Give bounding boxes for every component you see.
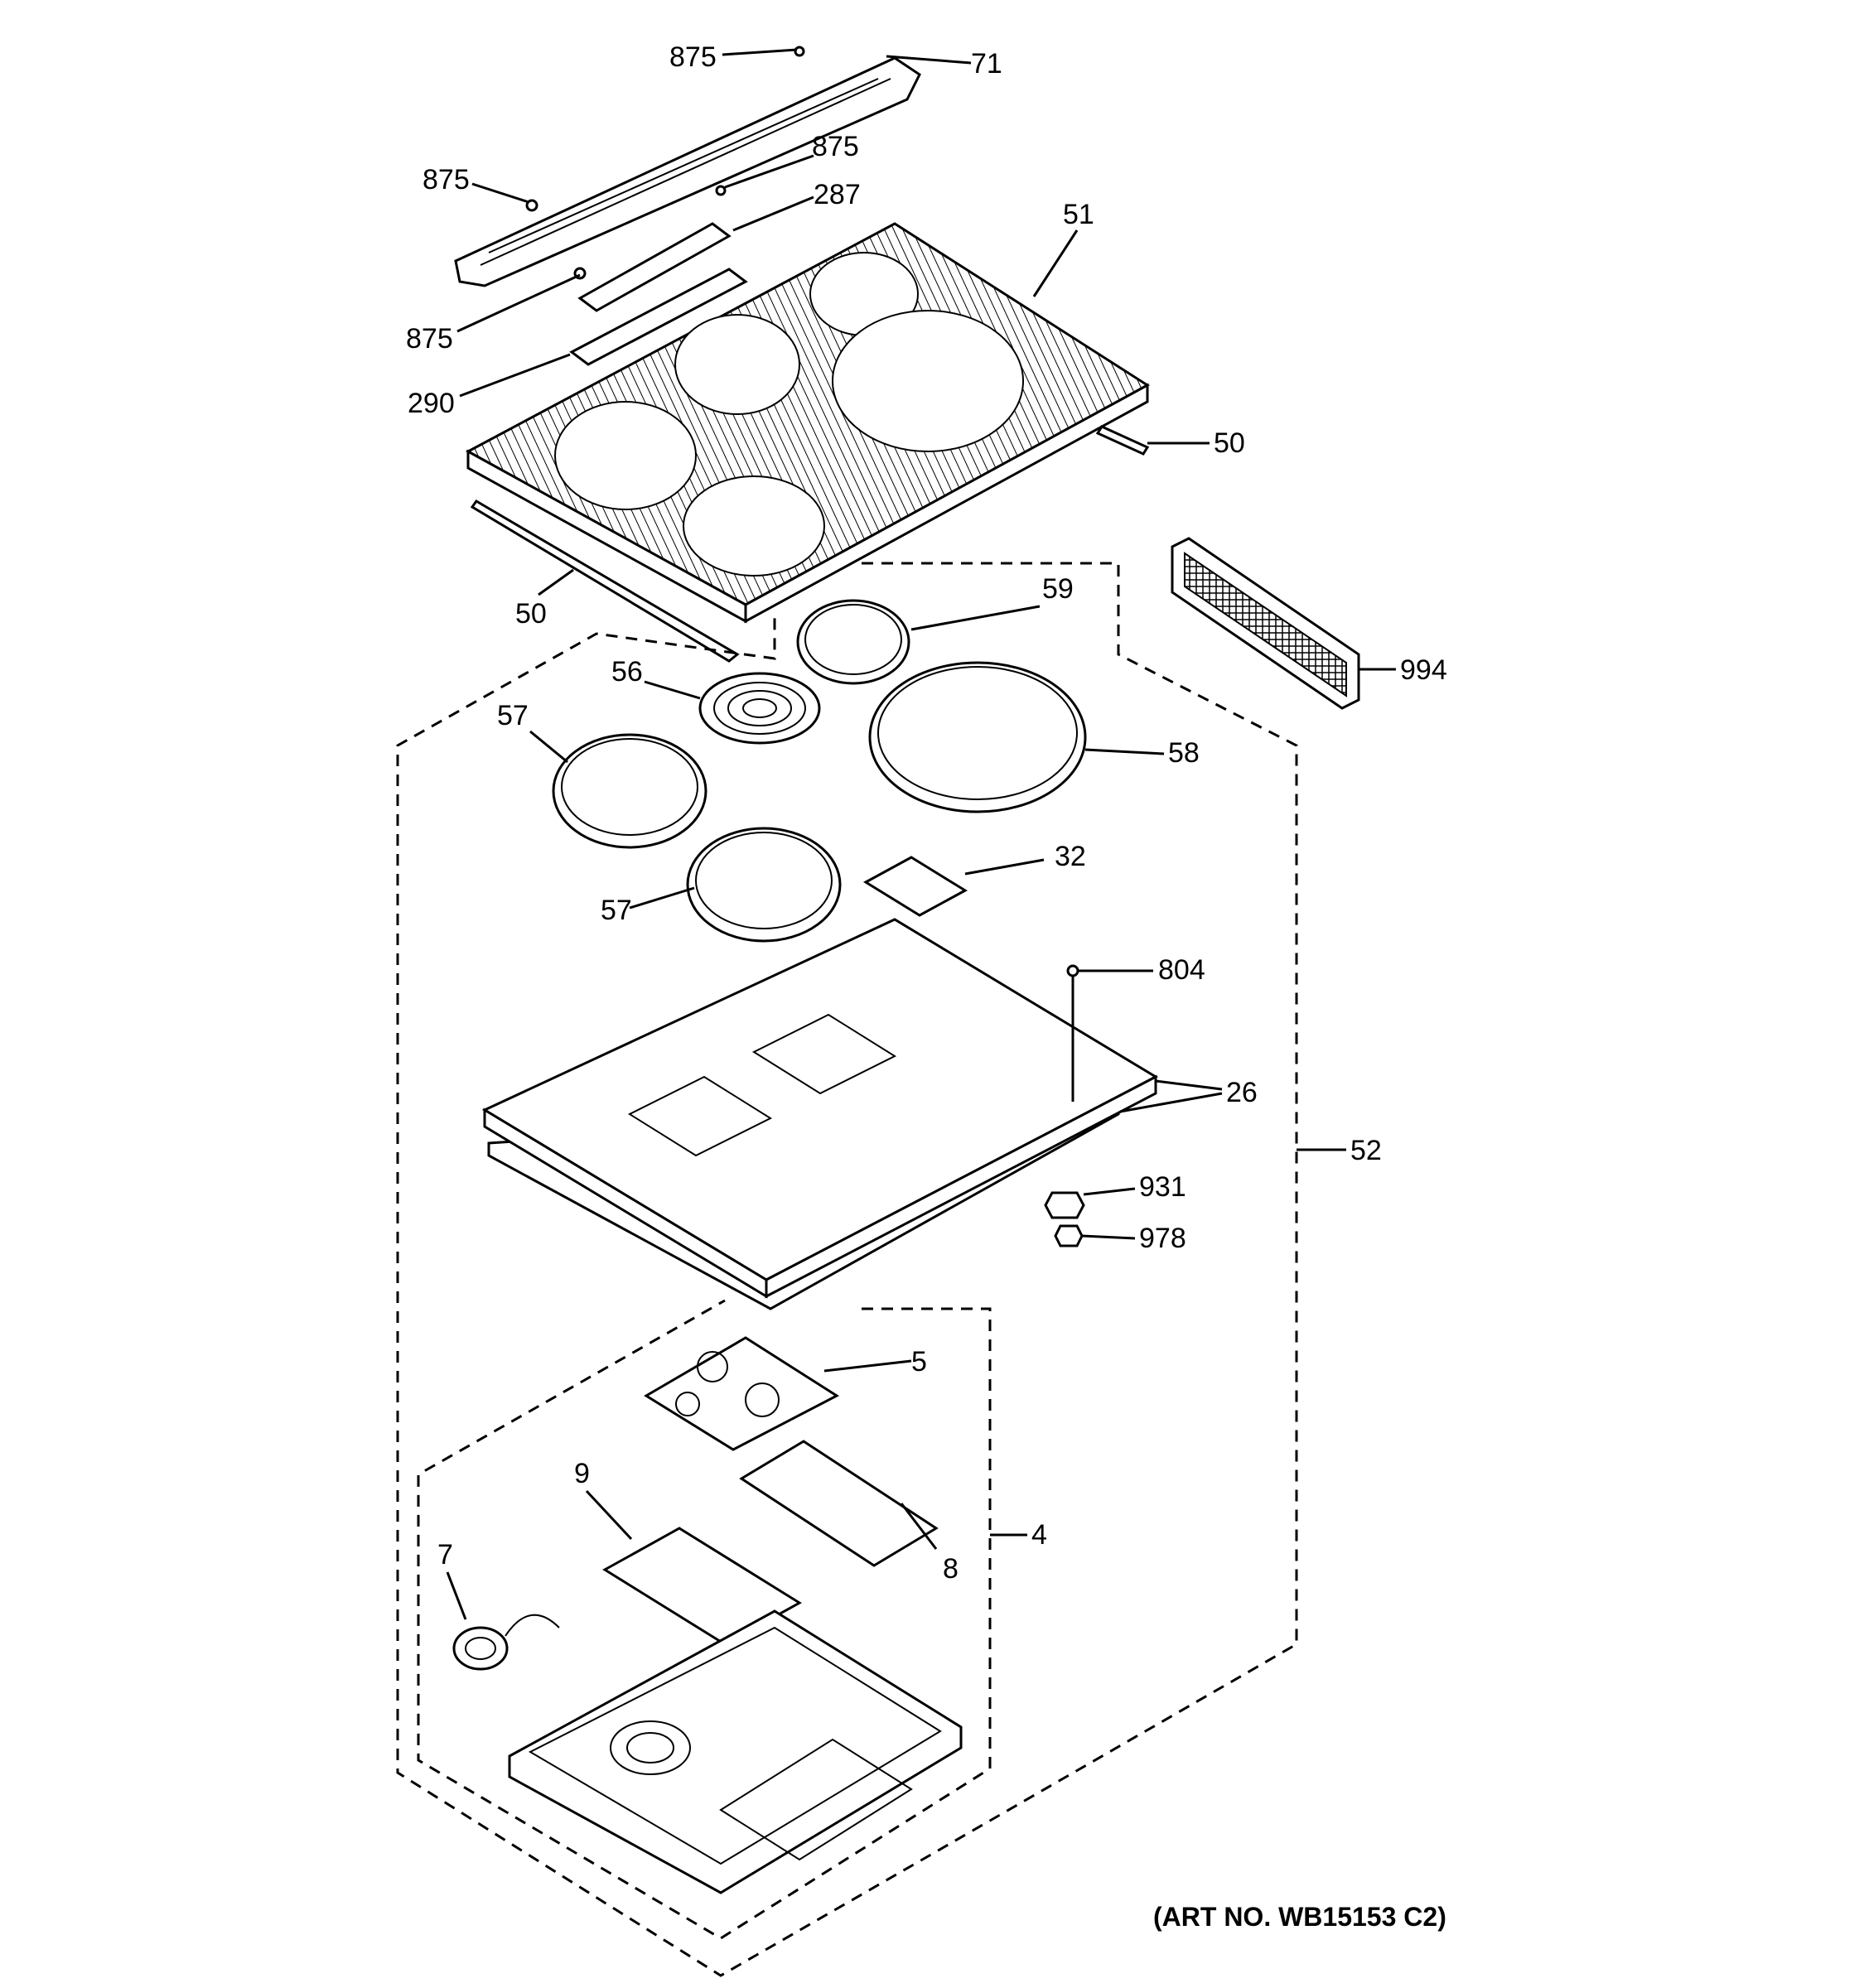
- label-931: 931: [1139, 1171, 1186, 1203]
- leader-lines: [446, 48, 1396, 1620]
- fan-7: [452, 1614, 560, 1671]
- nut-978: [1054, 1224, 1084, 1247]
- label-875: 875: [669, 41, 717, 73]
- art-number: (ART NO. WB15153 C2): [1153, 1902, 1446, 1932]
- label-50: 50: [515, 598, 547, 630]
- label-71: 71: [971, 48, 1002, 80]
- glass-cooktop-51: [465, 222, 1150, 624]
- callout-labels: 875 71 875 875 287 875 290 51 50 50 59 9…: [406, 41, 1447, 1932]
- vent-grille-994: [1171, 537, 1360, 710]
- label-9: 9: [574, 1458, 590, 1489]
- label-52: 52: [1350, 1135, 1382, 1166]
- bracket-287: [577, 222, 732, 312]
- element-57-left: [552, 733, 707, 849]
- label-50: 50: [1214, 427, 1245, 459]
- board-32: [863, 856, 968, 917]
- label-994: 994: [1400, 654, 1447, 686]
- label-57: 57: [601, 895, 632, 926]
- label-804: 804: [1158, 954, 1205, 986]
- label-58: 58: [1168, 737, 1200, 769]
- label-978: 978: [1139, 1223, 1186, 1254]
- gasket-50-front: [470, 499, 740, 663]
- gasket-50-side: [1095, 425, 1150, 456]
- label-7: 7: [437, 1539, 453, 1571]
- element-57-front: [686, 827, 842, 943]
- bracket-290: [569, 268, 748, 366]
- nut-931: [1044, 1191, 1085, 1219]
- base-tray: [508, 1609, 963, 1894]
- label-290: 290: [408, 388, 455, 419]
- board-5: [644, 1336, 839, 1451]
- pan-26: [481, 918, 1159, 1310]
- board-9: [602, 1527, 802, 1646]
- label-4: 4: [1031, 1519, 1047, 1551]
- label-59: 59: [1042, 573, 1074, 605]
- element-56: [698, 672, 821, 745]
- board-8: [739, 1440, 939, 1567]
- label-875: 875: [423, 164, 470, 195]
- label-51: 51: [1063, 199, 1094, 230]
- label-57: 57: [497, 700, 529, 731]
- label-875: 875: [812, 131, 859, 162]
- label-26: 26: [1226, 1077, 1258, 1108]
- label-32: 32: [1055, 841, 1086, 872]
- bolt-804: [1066, 964, 1079, 1102]
- assembly-outline-52: [396, 562, 1298, 1977]
- element-58: [868, 661, 1087, 813]
- label-875: 875: [406, 323, 453, 355]
- screws-875: [525, 46, 805, 280]
- label-56: 56: [611, 656, 643, 688]
- label-287: 287: [814, 179, 861, 210]
- label-8: 8: [943, 1553, 959, 1585]
- element-59: [796, 599, 910, 685]
- subassembly-outline-4: [417, 1299, 992, 1940]
- label-5: 5: [911, 1346, 927, 1378]
